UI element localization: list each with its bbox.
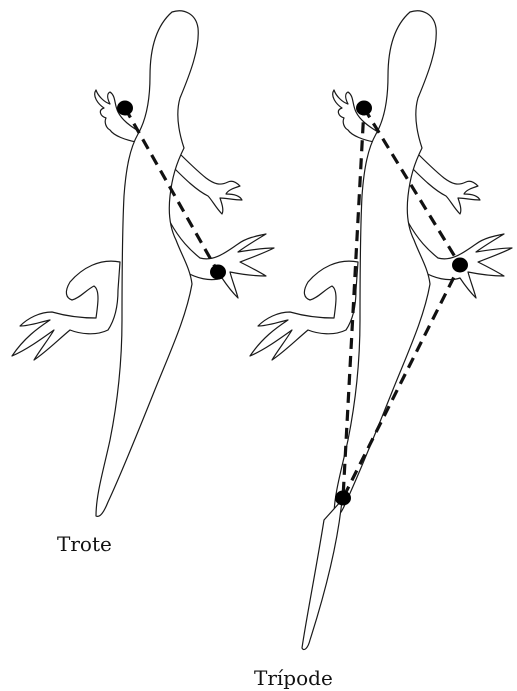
caption-tripode: Trípode: [254, 668, 333, 688]
foot-marker-front-left: [356, 101, 372, 116]
lizard-trote: [12, 11, 274, 517]
caption-trote: Trote: [57, 534, 112, 554]
foot-marker-front-left: [117, 101, 133, 116]
foot-marker-tail: [335, 491, 351, 506]
foot-marker-hind-right: [452, 258, 468, 273]
foot-marker-hind-right: [210, 265, 226, 280]
lizard-tripode: [250, 11, 512, 650]
